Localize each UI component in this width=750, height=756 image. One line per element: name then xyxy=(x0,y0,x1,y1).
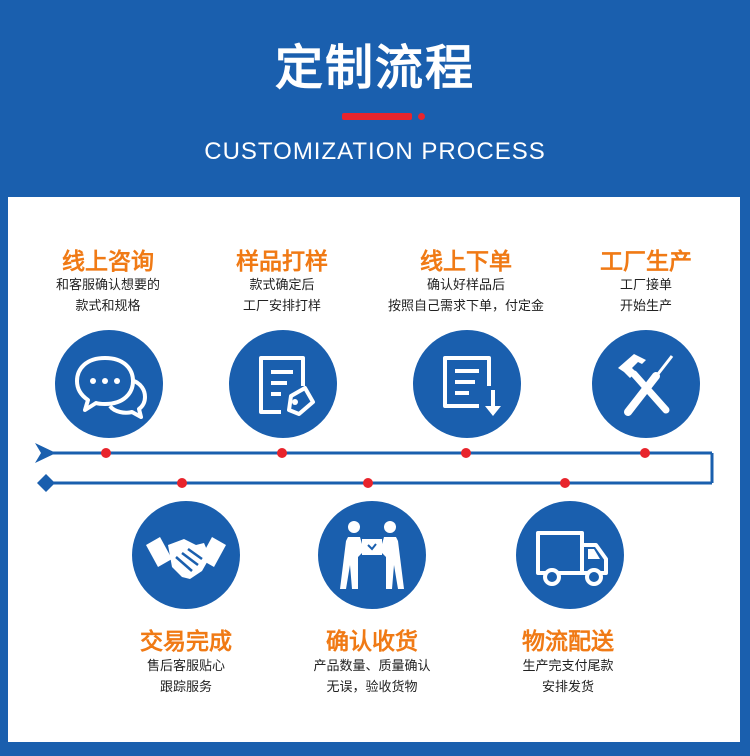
timeline-node xyxy=(277,448,287,458)
document-download-icon xyxy=(443,356,501,416)
step-circle-complete xyxy=(132,501,240,609)
title-accent-bar xyxy=(342,113,412,120)
step-title-receive: 确认收货 xyxy=(326,629,418,655)
title-accent-dot xyxy=(418,113,425,120)
step-desc-consult: 和客服确认想要的款式和规格 xyxy=(55,278,160,314)
step-desc-sample: 款式确定后工厂安排打样 xyxy=(242,278,321,314)
step-title-produce: 工厂生产 xyxy=(600,249,692,275)
timeline-node xyxy=(560,478,570,488)
step-title-complete: 交易完成 xyxy=(140,629,232,655)
step-desc-complete: 售后客服贴心跟踪服务 xyxy=(146,659,225,695)
timeline-node xyxy=(640,448,650,458)
step-title-sample: 样品打样 xyxy=(236,249,328,275)
step-circle-ship xyxy=(516,501,624,609)
package-handover-icon xyxy=(340,521,404,589)
delivery-truck-icon xyxy=(536,531,608,586)
step-desc-produce: 工厂接单开始生产 xyxy=(619,278,672,314)
process-panel xyxy=(8,197,740,742)
page-title: 定制流程 xyxy=(274,40,475,96)
step-circle-order xyxy=(413,330,521,438)
timeline-node xyxy=(363,478,373,488)
step-title-order: 线上下单 xyxy=(420,249,512,275)
step-circle-receive xyxy=(318,501,426,609)
step-desc-ship: 生产完支付尾款安排发货 xyxy=(522,659,614,695)
step-circle-produce xyxy=(592,330,700,438)
hammer-screwdriver-icon xyxy=(618,354,674,416)
step-title-ship: 物流配送 xyxy=(522,629,614,655)
page-subtitle: CUSTOMIZATION PROCESS xyxy=(204,138,546,165)
step-circle-sample xyxy=(229,330,337,438)
chat-bubbles-icon xyxy=(75,356,147,419)
timeline-diamond-icon xyxy=(37,474,55,492)
document-tag-icon xyxy=(259,356,315,416)
step-title-consult: 线上咨询 xyxy=(62,249,154,275)
timeline-node xyxy=(461,448,471,458)
step-desc-receive: 产品数量、质量确认无误，验收货物 xyxy=(313,659,431,695)
timeline-node xyxy=(101,448,111,458)
step-circle-consult xyxy=(55,330,163,438)
timeline-arrow-icon xyxy=(35,443,56,463)
step-desc-order: 确认好样品后按照自己需求下单，付定金 xyxy=(387,278,544,314)
handshake-icon xyxy=(146,537,226,579)
timeline-node xyxy=(177,478,187,488)
